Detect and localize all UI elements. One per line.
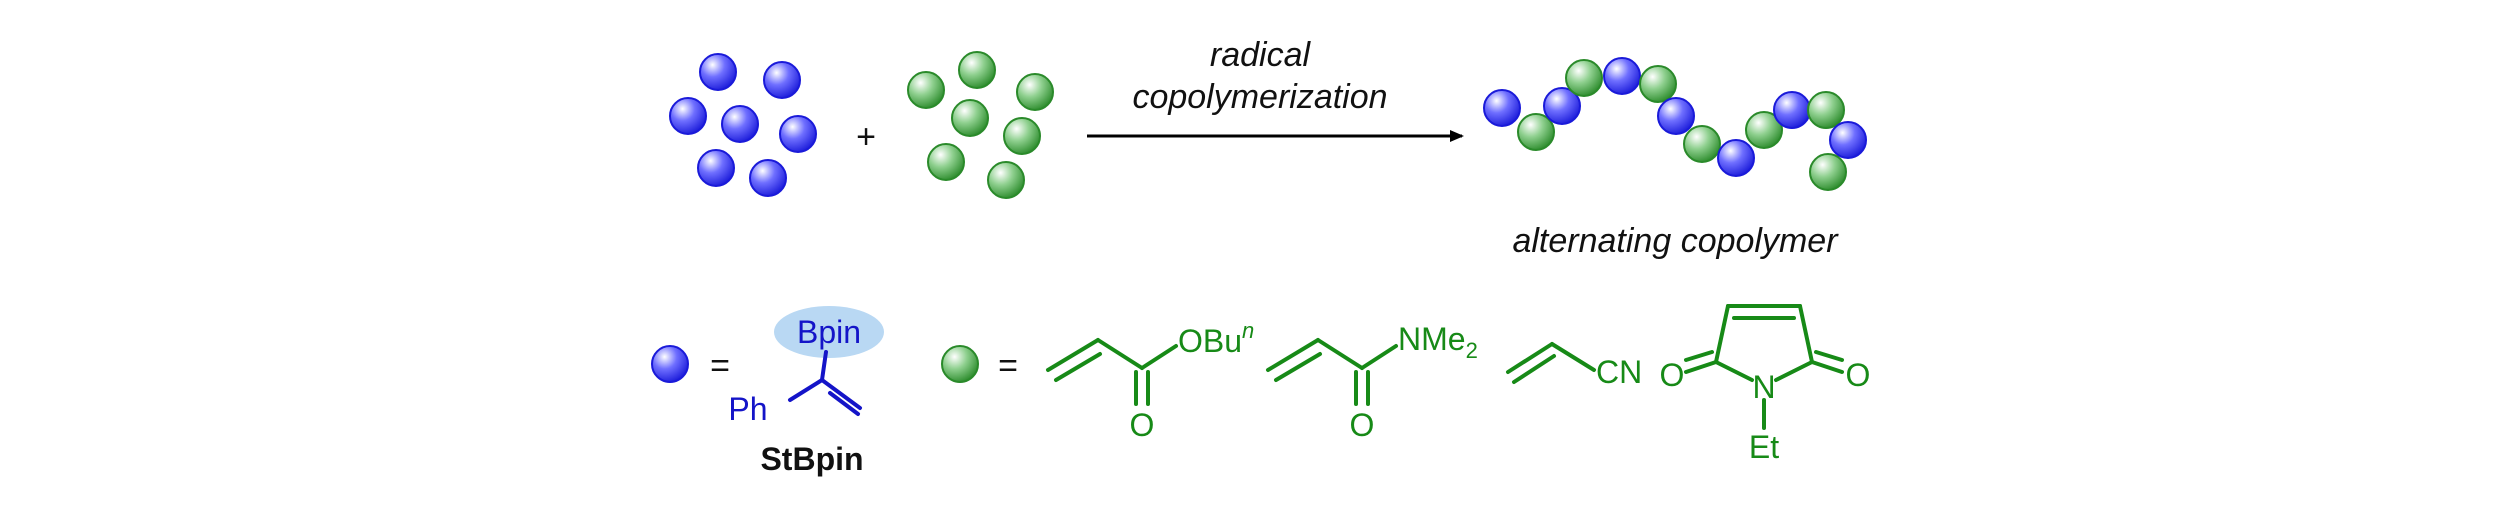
monomer-a-sphere	[749, 159, 787, 197]
chain-bead-b	[1745, 111, 1783, 149]
dimethylacrylamide-structure: NMe2 O	[1266, 321, 1478, 443]
chain-bead-b	[1683, 125, 1721, 163]
chain-bead-a	[1829, 121, 1867, 159]
double-bond	[1810, 360, 1844, 374]
bond	[1714, 304, 1730, 364]
plus-sign: +	[856, 118, 876, 156]
chain-bead-b	[1565, 59, 1603, 97]
maleimide-n: N	[1752, 369, 1775, 405]
monomer-b-sphere	[951, 99, 989, 137]
chain-bead-b	[1807, 91, 1845, 129]
bond	[1774, 360, 1814, 382]
amide-carbonyl-o: O	[1350, 407, 1375, 443]
monomer-b-sphere	[1016, 73, 1054, 111]
legend-monomer-b-sphere	[941, 345, 979, 383]
chain-bead-a	[1773, 91, 1811, 129]
bond	[1096, 338, 1144, 370]
ethylmaleimide-structure: O O N Et	[1660, 304, 1871, 465]
bond	[820, 350, 828, 382]
acrylonitrile-structure: CN	[1506, 342, 1642, 390]
arrow-label-line1: radical	[1210, 36, 1312, 74]
amide-nme2: NMe2	[1398, 321, 1478, 363]
bond	[788, 378, 824, 402]
product-caption: alternating copolymer	[1512, 222, 1839, 260]
legend-equals-b: =	[998, 347, 1018, 385]
double-bond	[1684, 360, 1718, 374]
chain-bead-a	[1717, 139, 1755, 177]
monomer-a-sphere	[697, 149, 735, 187]
maleimide-o-right: O	[1846, 357, 1871, 393]
chain-bead-b	[1517, 113, 1555, 151]
arrow-label-line2: copolymerization	[1132, 78, 1387, 116]
chain-bead-b	[1639, 65, 1677, 103]
maleimide-o-left: O	[1660, 357, 1685, 393]
monomer-b-sphere	[958, 51, 996, 89]
bond	[1266, 338, 1320, 372]
butyl-acrylate-structure: OBun O	[1046, 318, 1254, 443]
double-bond	[1684, 350, 1714, 362]
legend-equals-a: =	[710, 347, 730, 385]
chain-bead-b	[1809, 153, 1847, 191]
bond	[1046, 338, 1100, 372]
bond	[1506, 342, 1554, 374]
legend-monomer-a-sphere	[651, 345, 689, 383]
bond	[1316, 338, 1364, 370]
monomer-a-sphere	[699, 53, 737, 91]
monomer-a-sphere	[669, 97, 707, 135]
stbpin-structure: Bpin Ph StBpin	[728, 306, 884, 477]
acrylate-carbonyl-o: O	[1130, 407, 1155, 443]
bond	[1140, 344, 1178, 370]
double-bond	[820, 378, 862, 410]
stbpin-ph-label: Ph	[728, 391, 767, 427]
monomer-a-sphere	[779, 115, 817, 153]
stbpin-bpin-label: Bpin	[797, 314, 861, 350]
bond	[1054, 352, 1102, 382]
stbpin-name: StBpin	[760, 441, 863, 477]
monomer-b-sphere	[987, 161, 1025, 199]
monomer-b-sphere	[1003, 117, 1041, 155]
double-bond	[1814, 350, 1844, 362]
monomer-b-cluster	[907, 51, 1054, 199]
bond	[1360, 344, 1398, 370]
chain-bead-a	[1603, 57, 1641, 95]
chain-bead-a	[1483, 89, 1521, 127]
bpin-highlight	[774, 306, 884, 358]
monomer-a-sphere	[763, 61, 801, 99]
bond	[1798, 304, 1814, 364]
bond	[1714, 360, 1754, 382]
monomer-b-sphere	[927, 143, 965, 181]
monomer-b-sphere	[907, 71, 945, 109]
acrylate-ester-o: OBun	[1178, 318, 1254, 359]
maleimide-et: Et	[1749, 429, 1779, 465]
monomer-a-sphere	[721, 105, 759, 143]
bond	[1512, 354, 1556, 384]
acrylonitrile-cn: CN	[1596, 354, 1642, 390]
double-bond	[828, 391, 860, 416]
bond	[1274, 352, 1322, 382]
bond	[1550, 342, 1596, 372]
monomer-a-cluster	[669, 53, 817, 197]
alternating-copolymer-chain	[1483, 57, 1867, 191]
chain-bead-a	[1657, 97, 1695, 135]
chain-bead-a	[1543, 87, 1581, 125]
